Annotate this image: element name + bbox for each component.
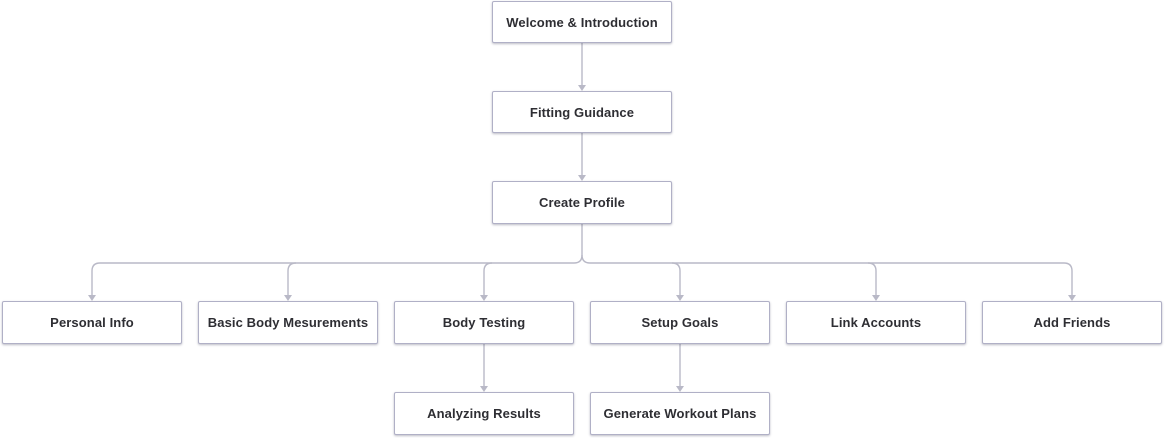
node-add-friends[interactable]: Add Friends (982, 301, 1162, 344)
node-label: Welcome & Introduction (506, 14, 658, 30)
node-label: Personal Info (50, 315, 134, 330)
connector-profile-goals (671, 262, 681, 296)
node-welcome-introduction[interactable]: Welcome & Introduction (492, 1, 672, 43)
node-fitting-guidance[interactable]: Fitting Guidance (492, 91, 672, 133)
node-label: Analyzing Results (427, 406, 541, 421)
node-label: Body Testing (442, 315, 526, 330)
node-link-accounts[interactable]: Link Accounts (786, 301, 966, 344)
arrowhead-workout (676, 386, 684, 392)
connector-profile-trunk (91, 224, 583, 296)
node-generate-workout-plans[interactable]: Generate Workout Plans (590, 392, 770, 435)
node-analyzing-results[interactable]: Analyzing Results (394, 392, 574, 435)
node-body-testing[interactable]: Body Testing (394, 301, 574, 344)
node-label: Basic Body Mesurements (207, 315, 369, 330)
arrowhead-testing (480, 295, 488, 301)
node-personal-info[interactable]: Personal Info (2, 301, 182, 344)
arrowhead-link (872, 295, 880, 301)
node-label: Add Friends (1033, 315, 1111, 330)
node-label: Fitting Guidance (529, 104, 635, 120)
connector-profile-right-bus (581, 254, 1073, 296)
node-create-profile[interactable]: Create Profile (492, 181, 672, 224)
connector-profile-basic (287, 262, 297, 296)
arrowhead-friends (1068, 295, 1076, 301)
arrowhead-analyzing (480, 386, 488, 392)
connector-profile-testing (483, 262, 493, 296)
arrowhead-goals (676, 295, 684, 301)
arrowhead-personal (88, 295, 96, 301)
connector-profile-link (867, 262, 877, 296)
node-basic-body-measurements[interactable]: Basic Body Mesurements (198, 301, 378, 344)
node-label: Generate Workout Plans (603, 406, 757, 421)
arrowhead-fitting (578, 85, 586, 91)
arrowhead-basic (284, 295, 292, 301)
node-label: Link Accounts (830, 315, 922, 330)
arrowhead-profile (578, 175, 586, 181)
node-setup-goals[interactable]: Setup Goals (590, 301, 770, 344)
node-label: Create Profile (539, 195, 625, 210)
node-label: Setup Goals (641, 315, 719, 330)
